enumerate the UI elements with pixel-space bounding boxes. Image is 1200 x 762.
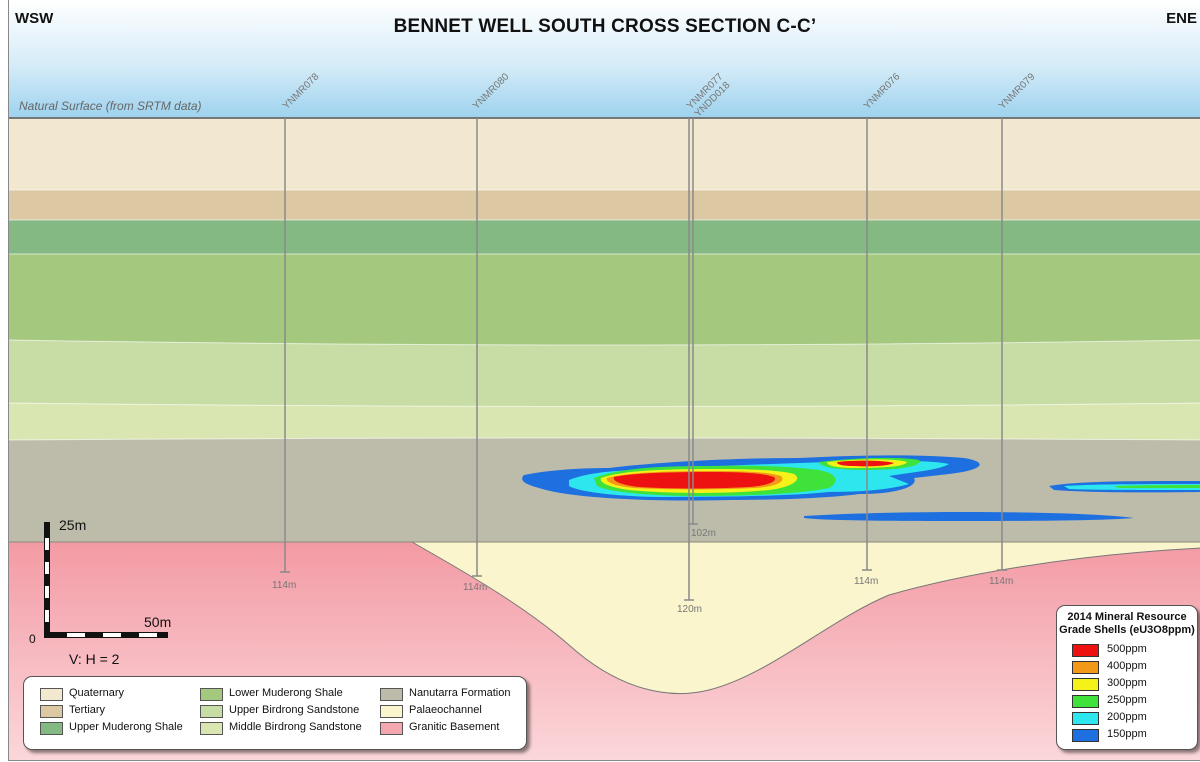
grade-shell-legend: 2014 Mineral Resource Grade Shells (eU3O…	[1056, 605, 1198, 750]
legend-label: Lower Muderong Shale	[229, 687, 343, 699]
scale-ratio-label: V: H = 2	[69, 651, 120, 667]
grade-swatch	[1072, 678, 1099, 691]
scale-horizontal-label: 50m	[144, 614, 172, 630]
scale-vertical-label: 25m	[59, 517, 87, 533]
layer-boundaries	[9, 189, 1200, 441]
legend-label: Palaeochannel	[409, 704, 482, 716]
drillhole-depth-ynmr078: 114m	[272, 580, 297, 591]
cross-section-diagram	[9, 0, 1200, 760]
legend-swatch	[40, 722, 63, 735]
grade-label: 400ppm	[1107, 660, 1147, 672]
lithology-legend: Quaternary Tertiary Upper Muderong Shale…	[23, 676, 527, 750]
drillhole-depth-ynmr080: 114m	[463, 582, 488, 593]
legend-label: Quaternary	[69, 687, 125, 699]
grade-label: 500ppm	[1107, 643, 1147, 655]
palaeochannel-body	[412, 542, 1200, 694]
cross-section-frame: BENNET WELL SOUTH CROSS SECTION C-C’ WSW…	[8, 0, 1200, 761]
grade-swatch	[1072, 729, 1099, 742]
grade-shell-500ppm-b	[837, 460, 894, 467]
quaternary-layer	[9, 118, 1200, 190]
middle-birdrong-sandstone-layer	[9, 403, 1200, 440]
lower-muderong-shale-layer	[9, 254, 1200, 345]
legend-swatch	[40, 705, 63, 718]
legend-swatch	[380, 722, 403, 735]
legend-label: Granitic Basement	[409, 721, 500, 733]
section-title: BENNET WELL SOUTH CROSS SECTION C-C’	[393, 16, 817, 37]
legend-label: Middle Birdrong Sandstone	[229, 721, 362, 733]
grade-shell-150ppm-lower	[804, 512, 1134, 521]
basement-contact	[9, 541, 1200, 695]
direction-wsw: WSW	[15, 10, 54, 27]
grade-shell-500ppm	[613, 472, 775, 489]
upper-muderong-shale-layer	[9, 220, 1200, 254]
drillhole-depth-ynmr079: 114m	[989, 576, 1014, 587]
upper-birdrong-sandstone-layer	[9, 340, 1200, 407]
tertiary-layer	[9, 190, 1200, 220]
grade-legend-title-line1: 2014 Mineral Resource	[1067, 611, 1187, 623]
legend-label: Upper Birdrong Sandstone	[229, 704, 360, 716]
grade-shell-250ppm-right	[1114, 485, 1200, 489]
legend-swatch	[200, 722, 223, 735]
legend-label: Tertiary	[69, 704, 106, 716]
scale-origin-label: 0	[29, 632, 36, 646]
drillhole-depth-ynmr076: 114m	[854, 576, 879, 587]
legend-swatch	[200, 705, 223, 718]
grade-swatch	[1072, 712, 1099, 725]
sky-band	[9, 0, 1200, 118]
legend-swatch	[380, 688, 403, 701]
grade-label: 300ppm	[1107, 677, 1147, 689]
legend-label: Nanutarra Formation	[409, 687, 511, 699]
drillhole-depth-ynmr077: 120m	[677, 604, 703, 615]
legend-label: Upper Muderong Shale	[69, 721, 183, 733]
direction-ene: ENE	[1166, 10, 1197, 27]
legend-swatch	[40, 688, 63, 701]
grade-swatch	[1072, 695, 1099, 708]
scale-bar	[44, 522, 168, 638]
drillhole-traces	[280, 118, 1007, 601]
grade-swatch	[1072, 661, 1099, 674]
legend-swatch	[380, 705, 403, 718]
grade-shells	[522, 455, 1200, 521]
grade-label: 150ppm	[1107, 728, 1147, 740]
grade-swatch	[1072, 644, 1099, 657]
grade-label: 200ppm	[1107, 711, 1147, 723]
natural-surface-label: Natural Surface (from SRTM data)	[19, 99, 202, 113]
grade-legend-title-line2: Grade Shells (eU3O8ppm)	[1059, 624, 1195, 636]
legend-swatch	[200, 688, 223, 701]
drillhole-depth-yndd018: 102m	[691, 528, 717, 539]
grade-label: 250ppm	[1107, 694, 1147, 706]
